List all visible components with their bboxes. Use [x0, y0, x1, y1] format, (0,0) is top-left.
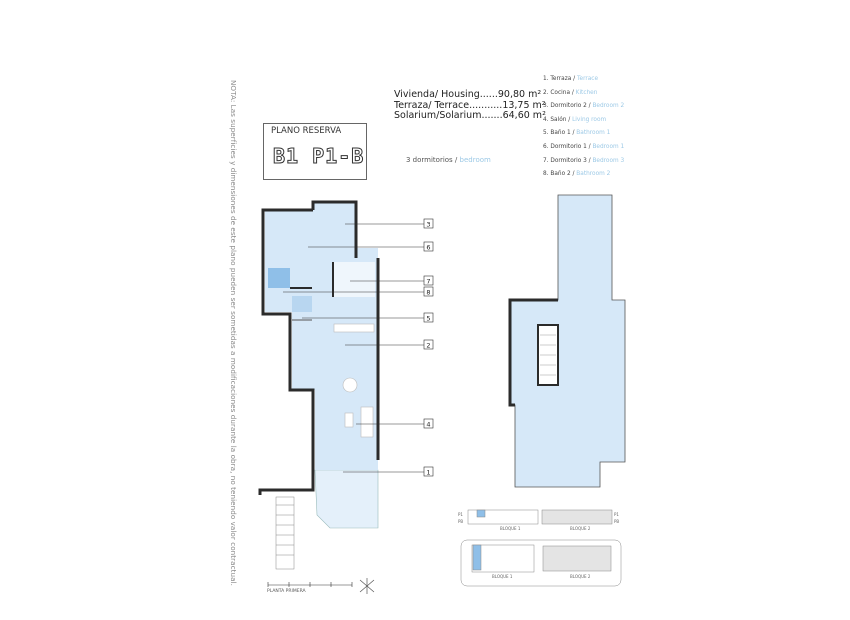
room-legend: 1. Terraza / Terrace 2. Cocina / Kitchen…	[543, 76, 624, 185]
level-p1: P1	[458, 512, 463, 517]
scale-bar	[267, 582, 353, 587]
callout-boxes: 3 6 7 8 5 2 4 1	[423, 218, 434, 477]
terrace-area	[314, 469, 379, 529]
solarium-walls	[508, 298, 558, 407]
bathroom-highlight	[268, 268, 290, 288]
level-pb-right: PB	[614, 519, 619, 524]
first-floor-plan: 3 6 7 8 5 2 4 1	[258, 200, 434, 594]
north-arrow-icon	[359, 578, 375, 594]
legend-item: 5. Baño 1 / Bathroom 1	[543, 130, 611, 137]
dining-table	[342, 377, 358, 393]
legend-item: 3. Dormitorio 2 / Bedroom 2	[543, 103, 625, 110]
kitchen-counter	[333, 323, 375, 333]
callout-1: 1	[426, 469, 430, 477]
unit-code: B1 P1-B	[272, 144, 365, 169]
level-pb: PB	[458, 519, 463, 524]
legend-item: 6. Dormitorio 1 / Bedroom 1	[543, 143, 625, 150]
area-solarium: Solarium/Solarium.......64,60 m²	[394, 110, 546, 121]
floor-label: PLANTA PRIMERA	[267, 589, 306, 594]
area-housing: Vivienda/ Housing......90,80 m²	[394, 89, 542, 100]
solarium-plan	[508, 194, 626, 488]
key-block-1: BLOQUE 1	[500, 526, 521, 531]
callout-8: 8	[426, 289, 430, 297]
legend-item: 4. Salón / Living room	[543, 116, 607, 123]
legend-item: 2. Cocina / Kitchen	[543, 89, 598, 96]
sofa	[360, 406, 374, 438]
stairs	[275, 496, 295, 570]
key-plan: BLOQUE 1 BLOQUE 2 BLOQUE 1 BLOQUE 2 P1 P…	[458, 509, 622, 587]
key-block-2: BLOQUE 2	[570, 526, 591, 531]
callout-2: 2	[426, 342, 430, 350]
exterior-walls	[258, 208, 315, 495]
site-block-2: BLOQUE 2	[570, 574, 591, 579]
area-summary: Vivienda/ Housing......90,80 m² Terraza/…	[394, 89, 546, 122]
plan-reserva-title: PLANO RESERVA	[271, 126, 342, 136]
site-block-1: BLOQUE 1	[492, 574, 513, 579]
exterior-walls	[311, 200, 358, 258]
plan-reserva-box: PLANO RESERVA B1 P1-B	[263, 123, 367, 180]
legend-item: 8. Baño 2 / Bathroom 2	[543, 171, 611, 178]
area-terrace: Terraza/ Terrace...........13,75 m²	[394, 99, 546, 111]
level-p1-right: P1	[614, 512, 619, 517]
callout-5: 5	[426, 315, 430, 323]
callout-7: 7	[426, 278, 430, 286]
bathroom-1	[292, 296, 312, 312]
bedroom-count: 3 dormitorios / bedroom	[406, 156, 491, 164]
unit-highlight	[476, 509, 486, 518]
bedroom-3	[333, 262, 375, 297]
callout-3: 3	[426, 221, 430, 229]
legend-item: 7. Dormitorio 3 / Bedroom 3	[543, 157, 625, 164]
coffee-table	[344, 412, 354, 428]
callout-lines	[283, 223, 424, 473]
solarium-area	[509, 194, 626, 488]
callout-4: 4	[426, 421, 430, 429]
callout-6: 6	[426, 244, 430, 252]
legend-item: 1. Terraza / Terrace	[543, 76, 599, 82]
